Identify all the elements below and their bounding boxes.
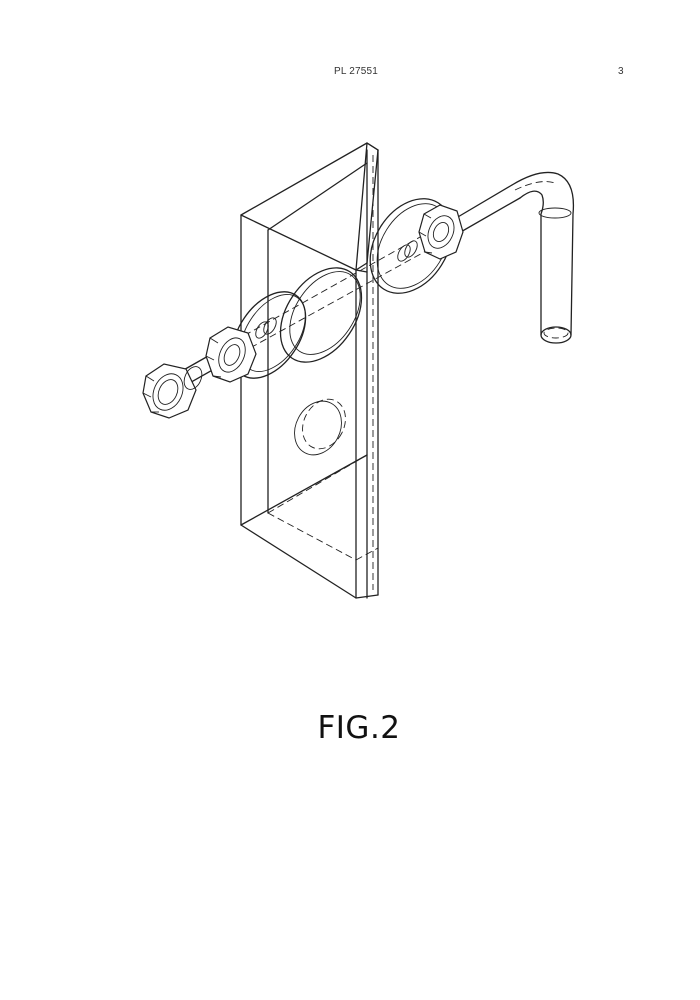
document-number: PL 27551 (334, 66, 379, 77)
bracket-flange (240, 142, 379, 599)
bracket-hole (294, 398, 346, 456)
page-number: 3 (618, 66, 624, 77)
bracket-hidden-edges (267, 155, 379, 590)
bolt-shaft (205, 184, 521, 370)
hook-bend (511, 171, 575, 344)
hex-nut-front (142, 363, 203, 419)
washer-front-large (279, 267, 363, 363)
figure-caption: FIG.2 (317, 710, 401, 746)
hex-nut-rear (418, 204, 464, 260)
hex-nut-middle (205, 326, 257, 383)
